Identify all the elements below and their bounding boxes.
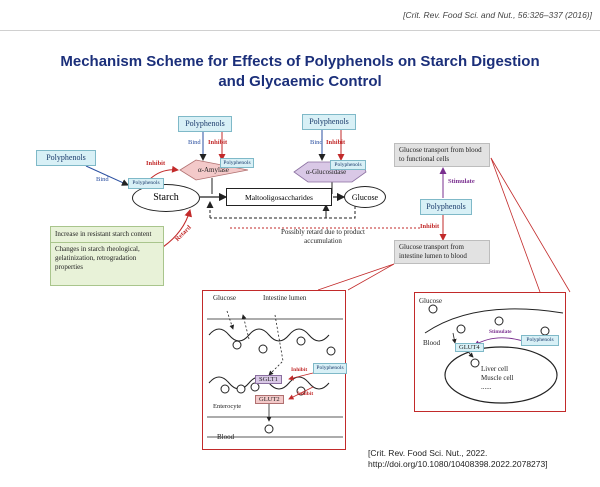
glucose-molecule (236, 384, 246, 394)
inhibit-arrow-glut2 (288, 386, 314, 400)
glucose-molecule (220, 384, 230, 394)
sglt1-transporter: SGLT1 (255, 375, 282, 384)
glucose-molecule (494, 316, 504, 326)
glucose-label: Glucose (351, 193, 379, 202)
intestine-lumen-label: Intestine lumen (263, 294, 307, 302)
stimulate-label-inset: Stimulate (489, 329, 512, 335)
glucose-molecule (264, 424, 274, 434)
starch-effects-divider (51, 242, 163, 243)
glucose-molecule (232, 340, 242, 350)
muscle-cell-label: Muscle cell (481, 374, 514, 382)
polyphenols-box-amylase: Polyphenols (178, 116, 232, 132)
cell-type-ellipsis: ...... (481, 383, 492, 391)
inset-right-blood-label: Blood (423, 339, 441, 347)
alpha-amylase-label: α-Amylase (198, 166, 229, 174)
glucose-molecule (428, 304, 438, 314)
starch-effect-1: Increase in resistant starch content (55, 230, 152, 238)
inhibit-line-starch (149, 165, 179, 180)
title-line-1: Mechanism Scheme for Effects of Polyphen… (60, 53, 540, 70)
glucose-molecule (258, 344, 268, 354)
polyphenols-box-right: Polyphenols (420, 199, 472, 215)
inset-left-glucose-label: Glucose (213, 294, 236, 302)
polyphenols-tag-starch: Polyphenols (128, 178, 164, 189)
glucose-molecule (296, 336, 306, 346)
inset-left-blood-label: Blood (217, 433, 235, 441)
glucose-molecule (326, 346, 336, 356)
polyphenols-tag-glucosidase: Polyphenols (330, 160, 366, 170)
glut2-transporter: GLUT2 (255, 395, 284, 404)
polyphenols-tag-inset-left: Polyphenols (313, 363, 347, 374)
callout-right-a (490, 157, 541, 293)
callout-left-b (347, 263, 395, 291)
bind-label-amylase: Bind (188, 139, 201, 146)
amylase-shape (179, 159, 249, 181)
maltooligo-node: Maltooligosaccharides (226, 188, 332, 206)
starch-effect-2: Changes in starch rheological, gelatiniz… (55, 245, 140, 271)
polyphenols-box-left: Polyphenols (36, 150, 96, 166)
polyphenols-box-glucosidase: Polyphenols (302, 114, 356, 130)
inhibit-label-amylase: Inhibit (208, 139, 228, 146)
retard-note: Possibly retard due to product accumulat… (281, 228, 365, 245)
inhibit-label-sglt1: Inhibit (291, 367, 308, 373)
polyphenols-tag-inset-right: Polyphenols (521, 335, 559, 346)
polyphenols-tag-amylase: Polyphenols (220, 158, 254, 168)
inhibit-label-transport: Inhibit (420, 223, 440, 230)
inhibit-arrow-sglt1 (288, 372, 314, 381)
callout-right-b (490, 157, 571, 293)
intestine-inset-drawing (207, 310, 343, 438)
cell-type-label: Liver cell Muscle cell ...... (481, 365, 513, 392)
inhibit-label-glucosidase: Inhibit (326, 139, 346, 146)
enterocyte-label: Enterocyte (213, 403, 242, 410)
transport-bottom-box: Glucose transport from intestine lumen t… (394, 240, 490, 264)
bind-line-starch (85, 165, 129, 186)
glucose-molecule (456, 324, 466, 334)
glucose-molecule (540, 326, 550, 336)
citation-top: [Crit. Rev. Food Sci. and Nut., 56:326–3… (403, 10, 592, 20)
cell-inset: Glucose Blood GLUT4 Stimulate Polyphenol… (414, 292, 566, 412)
lumen-glucose-path (268, 314, 284, 376)
transport-top-box: Glucose transport from blood to function… (394, 143, 490, 167)
glucose-arrow-out (241, 314, 250, 340)
liver-cell-label: Liver cell (481, 365, 509, 373)
alpha-glucosidase-label: α-Glucosidase (306, 168, 347, 176)
title-line-2: and Glycaemic Control (218, 73, 382, 90)
callout-left-a (317, 263, 395, 291)
inhibit-label-starch: Inhibit (146, 160, 166, 167)
citation-bottom-line-1: [Crit. Rev. Food Sci. Nut., 2022. (368, 448, 488, 458)
maltooligo-label: Maltooligosaccharides (245, 193, 313, 202)
glucose-arrow-in-1 (226, 310, 235, 330)
feedback-dashed-line (210, 206, 356, 219)
glucose-molecule (470, 358, 480, 368)
inhibit-label-glut2: Inhibit (297, 391, 314, 397)
retard-arrow (162, 208, 192, 248)
cell-inset-drawing (424, 304, 564, 404)
citation-bottom-line-2: http://doi.org/10.1080/10408398.2022.207… (368, 459, 548, 469)
diagram-title: Mechanism Scheme for Effects of Polyphen… (60, 52, 540, 92)
glucose-molecule (250, 382, 260, 392)
glucose-node: Glucose (344, 186, 386, 208)
intestine-inset: Glucose Intestine lumen SGLT1 GLUT2 Poly… (202, 290, 347, 450)
top-divider (0, 30, 600, 31)
stimulate-label: Stimulate (448, 178, 475, 185)
glucose-uptake-arrow (451, 332, 457, 344)
bind-label-glucosidase: Bind (310, 139, 323, 146)
inset-right-glucose-label: Glucose (419, 297, 442, 305)
bind-label-starch: Bind (96, 176, 109, 183)
blood-vessel-wall (424, 308, 564, 334)
citation-bottom: [Crit. Rev. Food Sci. Nut., 2022. http:/… (368, 448, 598, 470)
glucose-entry-arrow (468, 352, 474, 358)
glut4-transporter: GLUT4 (455, 343, 484, 352)
villi-wave-top (208, 328, 330, 342)
starch-label: Starch (153, 192, 179, 203)
starch-effects-box: Increase in resistant starch content Cha… (50, 226, 164, 286)
